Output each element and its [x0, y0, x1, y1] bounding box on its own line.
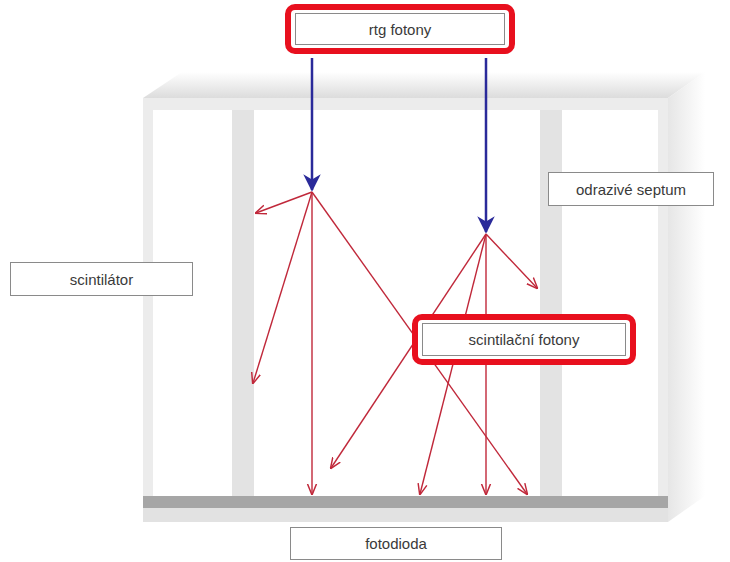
- xray-arrows: [312, 58, 486, 232]
- detector-frame: [143, 98, 668, 522]
- label-text: scintilátor: [70, 271, 133, 288]
- septum: [232, 110, 254, 496]
- septum: [540, 110, 562, 496]
- scintillator-body: [153, 110, 658, 496]
- highlight-frame: [415, 317, 633, 362]
- label-text: fotodioda: [365, 535, 427, 552]
- xray-label: rtg fotony: [295, 13, 505, 45]
- scintillator-label: scintilátor: [10, 262, 193, 296]
- photodiode-label: fotodioda: [290, 527, 502, 560]
- top-face: [143, 72, 705, 98]
- label-text: scintilační fotony: [469, 331, 580, 348]
- photodiode-strip: [143, 496, 668, 508]
- highlight-frame: [288, 7, 512, 51]
- base: [143, 508, 668, 522]
- side-face: [668, 72, 705, 522]
- septum-label: odrazivé septum: [548, 172, 714, 206]
- photon-label: scintilační fotony: [422, 323, 626, 356]
- label-text: rtg fotony: [369, 21, 432, 38]
- label-text: odrazivé septum: [576, 181, 686, 198]
